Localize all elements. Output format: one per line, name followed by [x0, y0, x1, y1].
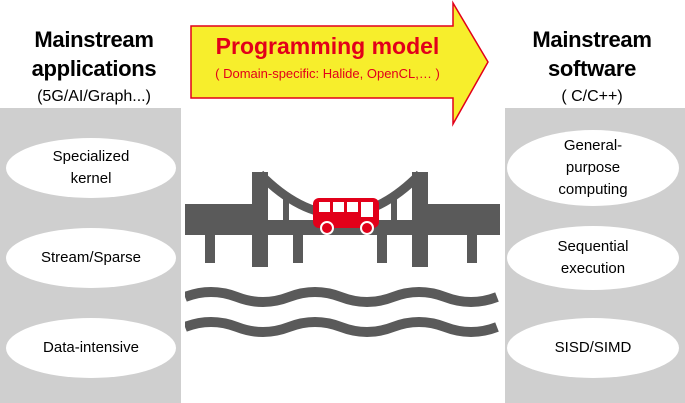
suspension-bridge-icon — [185, 172, 500, 267]
bus-icon — [313, 198, 379, 235]
right-item-label: General- purpose computing — [558, 137, 628, 198]
water-waves-icon — [185, 287, 499, 337]
arrow-title: Programming model — [215, 33, 440, 59]
left-title-line1: Mainstream — [34, 27, 154, 52]
right-item-sisd-simd: SISD/SIMD — [507, 318, 679, 378]
arrow-shape — [190, 0, 489, 127]
left-title-line2: applications — [31, 56, 157, 81]
right-title-line2: software — [547, 56, 637, 81]
left-item-label: Specialized kernel — [52, 148, 130, 187]
right-item-general-purpose: General- purpose computing — [507, 130, 679, 206]
right-item-label: Sequential execution — [557, 238, 629, 277]
programming-model-arrow — [190, 0, 489, 127]
left-item-specialized-kernel: Specialized kernel — [6, 138, 176, 198]
right-subtitle: ( C/C++) — [561, 88, 623, 105]
left-item-data-intensive: Data-intensive — [6, 318, 176, 378]
right-item-label: SISD/SIMD — [554, 339, 632, 356]
right-title-line1: Mainstream — [532, 27, 652, 52]
left-item-stream-sparse: Stream/Sparse — [6, 228, 176, 288]
arrow-subtitle: ( Domain-specific: Halide, OpenCL,… ) — [215, 66, 440, 81]
left-subtitle: (5G/AI/Graph...) — [37, 88, 151, 105]
right-item-sequential-execution: Sequential execution — [507, 226, 679, 290]
bridge-illustration — [185, 170, 500, 337]
left-item-label: Stream/Sparse — [40, 249, 142, 266]
left-item-label: Data-intensive — [43, 339, 139, 356]
